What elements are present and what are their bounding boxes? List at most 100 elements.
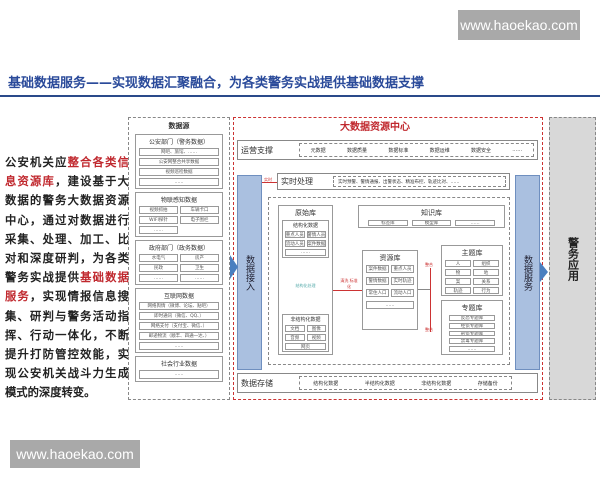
ops-item: …… bbox=[512, 147, 523, 153]
structured-data: 结构化数据 重点人员 警情人员 流动人员 案件数据 …… bbox=[282, 220, 329, 258]
data-source-panel: 数据源 公安部门（警务数据） 网吧、旅馆、…… 公安网整合共享数据 视频巡检数据… bbox=[128, 117, 230, 400]
source-item: 民政 bbox=[139, 264, 178, 272]
internet-data-group: 互联网数据 网络舆情（微博、论坛、贴吧） 即时通讯（微信、QQ、） 网络支付（支… bbox=[135, 288, 223, 353]
item: …… bbox=[285, 249, 326, 256]
item: 视频 bbox=[306, 334, 326, 341]
item: 轨迹 bbox=[445, 287, 471, 294]
group-title: 非结构化数据 bbox=[290, 317, 321, 323]
intro-text: 公安机关应整合各类信息资源库，建设基于大数据的警务大数据资源中心，通过对数据进行… bbox=[5, 153, 129, 403]
storage-item: 半结构化数据 bbox=[364, 380, 395, 387]
item: 案 bbox=[445, 278, 471, 285]
watermark-top: www.haoekao.com bbox=[458, 10, 580, 40]
group-title: 社会行业数据 bbox=[160, 361, 197, 368]
item: 组织 bbox=[473, 260, 499, 267]
item: 标签库 bbox=[368, 220, 408, 226]
ops-item: 数据安全 bbox=[470, 147, 491, 154]
group-title: 公安部门（警务数据） bbox=[148, 139, 209, 146]
resource-title: 资源库 bbox=[379, 254, 401, 262]
data-access-bar: 数据接入 bbox=[237, 175, 262, 370]
ops-label: 运营支撑 bbox=[241, 145, 273, 155]
item: 模型库 bbox=[411, 220, 452, 226]
topic-library: 主题库 人 组织 物 地 案 关系 轨迹 行为 bbox=[441, 245, 503, 296]
realtime-arrow-label: 实时 bbox=[264, 177, 272, 182]
item: 实时轨迹 bbox=[391, 277, 414, 285]
realtime-items: 实时预警、警情通报、出警状态、精准布控、轨迹比对、…… bbox=[333, 176, 506, 187]
source-item: 邮递物流（顺丰、四通一达、） bbox=[139, 332, 219, 340]
intro-part: ，实现情报信息搜集、研判与警务活动指挥、行动一体化，不断提升打防管控效能，实现公… bbox=[5, 290, 129, 400]
topic-title: 主题库 bbox=[461, 249, 483, 257]
ops-items: 元数据数据质量数据标准数据运维数据安全…… bbox=[299, 143, 534, 157]
item: 警情人员 bbox=[306, 231, 326, 238]
item: 重点人员 bbox=[285, 231, 305, 238]
item: 警情数据 bbox=[366, 277, 389, 285]
item: 案件数据 bbox=[366, 265, 389, 273]
special-library: 专题库 反恐专题库 经侦专题库 刑侦专题库 禁毒专题库 …… bbox=[441, 300, 503, 355]
item: …… bbox=[449, 346, 495, 352]
realtime-row: 实时处理 实时预警、警情通报、出警状态、精准布控、轨迹比对、…… bbox=[277, 173, 510, 190]
connector bbox=[418, 289, 430, 290]
storage-item: 存储备份 bbox=[477, 380, 498, 387]
source-item: …… bbox=[139, 370, 219, 379]
source-item: WIFI探针 bbox=[139, 216, 178, 224]
item: 经侦专题库 bbox=[449, 322, 495, 329]
process-label: 结构化处理 bbox=[295, 283, 316, 288]
clean-label: 清洗 标准化 bbox=[340, 278, 358, 289]
center-title: 大数据资源中心 bbox=[340, 122, 410, 133]
group-title: 政府部门（政务数据） bbox=[148, 245, 209, 252]
source-item: …… bbox=[139, 178, 219, 186]
source-item: 车辆卡口 bbox=[180, 206, 219, 214]
knowledge-library: 知识库 标签库 模型库 …… bbox=[358, 205, 505, 228]
connector bbox=[430, 268, 431, 332]
special-title: 专题库 bbox=[461, 304, 483, 312]
source-item: 电子围栏 bbox=[180, 216, 219, 224]
ops-item: 元数据 bbox=[310, 147, 326, 154]
group-title: 结构化数据 bbox=[292, 223, 318, 229]
resource-library: 资源库 案件数据 重点人员 警情数据 实时轨迹 常住人口 流动人口 …… bbox=[362, 250, 418, 330]
realtime-label: 实时处理 bbox=[281, 177, 313, 186]
item: 文档 bbox=[285, 325, 305, 332]
item: 常住人口 bbox=[366, 289, 389, 297]
item: 刑侦专题库 bbox=[449, 330, 495, 337]
intro-part: 公安机关应 bbox=[5, 156, 68, 169]
item: 反恐专题库 bbox=[449, 315, 495, 321]
item: 音频 bbox=[285, 334, 305, 341]
intro-highlight: 整合各类信息资源库 bbox=[5, 156, 129, 189]
raw-library: 原始库 结构化数据 重点人员 警情人员 流动人员 案件数据 …… 结构化处理 非… bbox=[278, 205, 333, 355]
ops-item: 数据运维 bbox=[429, 147, 450, 154]
social-data-group: 社会行业数据 …… bbox=[135, 356, 223, 382]
page-title: 基础数据服务——实现数据汇聚融合，为各类警务实战提供基础数据支撑 bbox=[8, 76, 425, 91]
item: 流动人口 bbox=[391, 289, 414, 297]
item: 案件数据 bbox=[306, 240, 326, 247]
arrow-right-icon bbox=[540, 262, 548, 282]
item: 重点人员 bbox=[391, 265, 414, 273]
storage-item: 非结构化数据 bbox=[421, 380, 452, 387]
item: 物 bbox=[445, 269, 471, 276]
knowledge-title: 知识库 bbox=[421, 209, 442, 217]
ops-item: 数据标准 bbox=[388, 147, 409, 154]
item: 网页 bbox=[285, 343, 326, 350]
police-data-group: 公安部门（警务数据） 网吧、旅馆、…… 公安网整合共享数据 视频巡检数据 …… bbox=[135, 134, 223, 189]
item: 地 bbox=[473, 269, 499, 276]
group-title: 物联感知数据 bbox=[160, 197, 197, 204]
intro-part: ，建设基于大数据的警务大数据资源中心，通过对数据进行采集、处理、加工、比对和深度… bbox=[5, 175, 129, 285]
group-title: 互联网数据 bbox=[163, 293, 194, 300]
gov-data-group: 政府部门（政务数据） 水电气 房产 民政 卫生 …… …… bbox=[135, 240, 223, 285]
source-item: 网络舆情（微博、论坛、贴吧） bbox=[139, 302, 219, 310]
data-service-bar: 数据服务 bbox=[515, 175, 540, 370]
ops-support-row: 运营支撑 元数据数据质量数据标准数据运维数据安全…… bbox=[237, 140, 538, 160]
source-item: 房产 bbox=[180, 254, 219, 262]
unstructured-data: 非结构化数据 文档 图像 音频 视频 网页 bbox=[282, 314, 329, 352]
source-item: 水电气 bbox=[139, 254, 178, 262]
source-item: …… bbox=[139, 342, 219, 350]
source-item: 即时通讯（微信、QQ、） bbox=[139, 312, 219, 320]
storage-label: 数据存储 bbox=[241, 378, 273, 388]
source-item: …… bbox=[139, 274, 178, 282]
clean-arrow bbox=[333, 290, 362, 291]
source-item: 视频抓拍 bbox=[139, 206, 178, 214]
item: 人 bbox=[445, 260, 471, 267]
data-source-title: 数据源 bbox=[168, 122, 190, 130]
raw-title: 原始库 bbox=[295, 209, 316, 217]
storage-items: 结构化数据半结构化数据非结构化数据存储备份 bbox=[299, 376, 512, 390]
police-application-panel: 警务应用 bbox=[549, 117, 596, 400]
watermark-bottom: www.haoekao.com bbox=[10, 440, 140, 468]
